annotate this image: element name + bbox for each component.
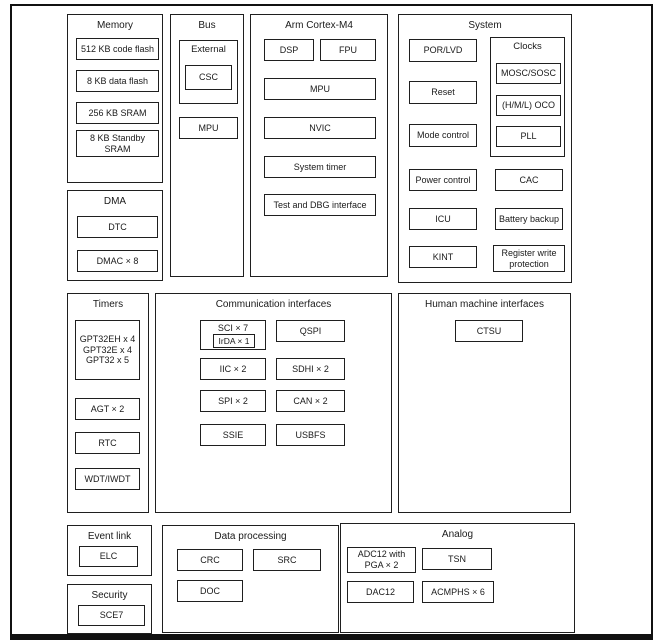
block-dsp: DSP (264, 39, 314, 61)
dma-section-title: DMA (103, 196, 127, 207)
block-fpu: FPU (320, 39, 376, 61)
block-mode-control: Mode control (409, 124, 477, 147)
block-sce7: SCE7 (78, 605, 145, 626)
block-cac: CAC (495, 169, 563, 191)
block-dtc: DTC (77, 216, 158, 238)
block-ctsu: CTSU (455, 320, 523, 342)
memory-section-title: Memory (96, 20, 134, 31)
security-section: Security SCE7 (67, 584, 152, 634)
block-por-lvd: POR/LVD (409, 39, 477, 62)
block-sram: 256 KB SRAM (76, 102, 159, 124)
block-test-dbg: Test and DBG interface (264, 194, 376, 216)
block-nvic: NVIC (264, 117, 376, 139)
block-crc: CRC (177, 549, 243, 571)
bus-section: Bus External CSC MPU (170, 14, 244, 277)
block-battery-backup: Battery backup (495, 208, 563, 230)
block-can: CAN × 2 (276, 390, 345, 412)
block-code-flash: 512 KB code flash (76, 38, 159, 60)
memory-section: Memory 512 KB code flash 8 KB data flash… (67, 14, 163, 183)
block-usbfs: USBFS (276, 424, 345, 446)
block-dmac: DMAC × 8 (77, 250, 158, 272)
communication-section: Communication interfaces SCI × 7 IrDA × … (155, 293, 392, 513)
block-irda: IrDA × 1 (213, 334, 255, 348)
sci-label: SCI × 7 (217, 323, 249, 333)
block-elc: ELC (79, 546, 138, 567)
block-system-timer: System timer (264, 156, 376, 178)
timers-section-title: Timers (92, 299, 124, 310)
block-wdt-iwdt: WDT/IWDT (75, 468, 140, 490)
block-reset: Reset (409, 81, 477, 104)
cortex-section-title: Arm Cortex-M4 (285, 20, 353, 31)
external-bus-label: External (191, 44, 226, 55)
block-src: SRC (253, 549, 321, 571)
block-qspi: QSPI (276, 320, 345, 342)
system-section: System POR/LVD Reset Mode control Power … (398, 14, 572, 283)
block-icu: ICU (409, 208, 477, 230)
event-link-section-title: Event link (87, 531, 132, 542)
hmi-section: Human machine interfaces CTSU (398, 293, 571, 513)
block-ssie: SSIE (200, 424, 266, 446)
block-iic: IIC × 2 (200, 358, 266, 380)
block-adc12: ADC12 with PGA × 2 (347, 547, 416, 573)
dma-section: DMA DTC DMAC × 8 (67, 190, 163, 281)
block-rtc: RTC (75, 432, 140, 454)
block-acmphs: ACMPHS × 6 (422, 581, 494, 603)
system-section-title: System (468, 20, 502, 31)
timers-section: Timers GPT32EH x 4 GPT32E x 4 GPT32 x 5 … (67, 293, 149, 513)
external-bus-container: External CSC (179, 40, 238, 104)
block-dac12: DAC12 (347, 581, 414, 603)
diagram-outer-frame: Memory 512 KB code flash 8 KB data flash… (10, 4, 653, 640)
analog-section: Analog ADC12 with PGA × 2 TSN DAC12 ACMP… (340, 523, 575, 633)
block-cortex-mpu: MPU (264, 78, 376, 100)
communication-section-title: Communication interfaces (215, 299, 332, 310)
block-mosc-sosc: MOSC/SOSC (496, 63, 561, 84)
block-sdhi: SDHI × 2 (276, 358, 345, 380)
block-csc: CSC (185, 65, 232, 90)
security-section-title: Security (91, 590, 128, 601)
block-kint: KINT (409, 246, 477, 268)
block-agt: AGT × 2 (75, 398, 140, 420)
block-spi: SPI × 2 (200, 390, 266, 412)
data-processing-section: Data processing CRC SRC DOC (162, 525, 339, 633)
block-power-control: Power control (409, 169, 477, 191)
block-data-flash: 8 KB data flash (76, 70, 159, 92)
hmi-section-title: Human machine interfaces (425, 299, 544, 310)
analog-section-title: Analog (441, 529, 474, 540)
block-pll: PLL (496, 126, 561, 147)
event-link-section: Event link ELC (67, 525, 152, 576)
block-bus-mpu: MPU (179, 117, 238, 139)
block-register-write-protection: Register write protection (493, 245, 565, 272)
block-gpt: GPT32EH x 4 GPT32E x 4 GPT32 x 5 (75, 320, 140, 380)
block-doc: DOC (177, 580, 243, 602)
block-oco: (H/M/L) OCO (496, 95, 561, 116)
clocks-container: Clocks MOSC/SOSC (H/M/L) OCO PLL (490, 37, 565, 157)
block-standby-sram: 8 KB Standby SRAM (76, 130, 159, 157)
clocks-label: Clocks (513, 41, 542, 52)
bus-section-title: Bus (198, 20, 216, 31)
block-tsn: TSN (422, 548, 492, 570)
block-sci: SCI × 7 IrDA × 1 (200, 320, 266, 350)
data-processing-section-title: Data processing (214, 531, 287, 542)
cortex-section: Arm Cortex-M4 DSP FPU MPU NVIC System ti… (250, 14, 388, 277)
